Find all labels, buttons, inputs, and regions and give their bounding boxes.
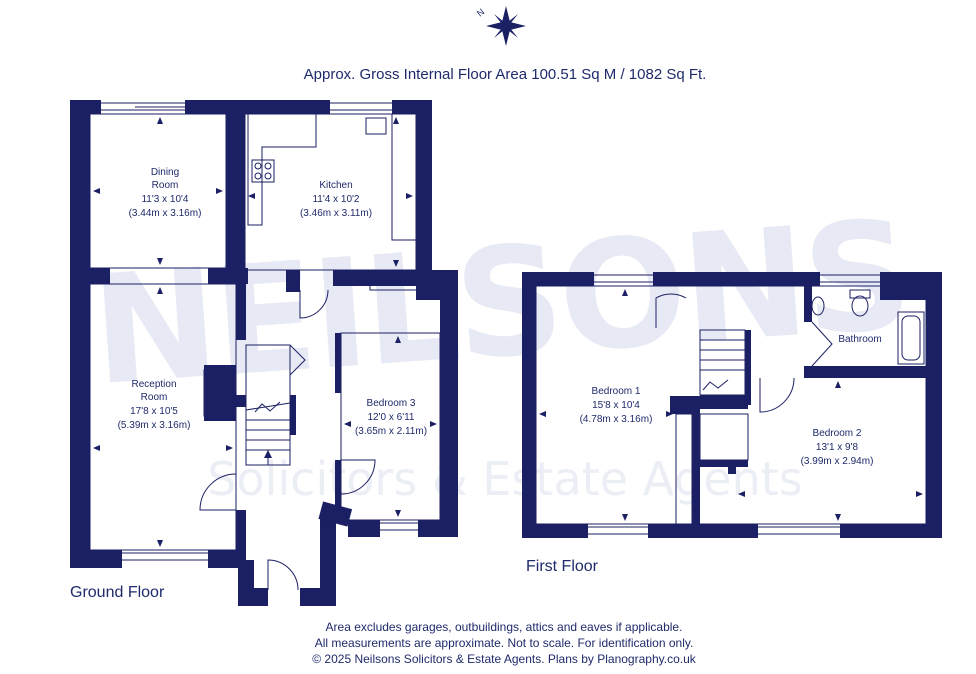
reception-room-size-imperial: 17'8 x 10'5 bbox=[130, 406, 178, 417]
reception-room-label: Reception Room 17'8 x 10'5 (5.39m x 3.16… bbox=[118, 379, 191, 431]
floor-area-text: Approx. Gross Internal Floor Area 100.51… bbox=[304, 66, 707, 83]
dining-room-name-2: Room bbox=[152, 180, 179, 191]
bedroom-3-size-imperial: 12'0 x 6'11 bbox=[367, 412, 414, 423]
reception-room-size-metric: (5.39m x 3.16m) bbox=[118, 420, 191, 431]
compass-icon: N bbox=[475, 6, 526, 46]
watermark: NEILSONS Solicitors & Estate Agents bbox=[87, 189, 914, 506]
bedroom-3-label: Bedroom 3 12'0 x 6'11 (3.65m x 2.11m) bbox=[355, 398, 427, 437]
dining-room-size-metric: (3.44m x 3.16m) bbox=[129, 208, 202, 219]
svg-text:N: N bbox=[475, 7, 486, 19]
bedroom-2-name: Bedroom 2 bbox=[813, 428, 862, 439]
ground-floor-title: Ground Floor bbox=[70, 584, 165, 601]
bedroom-1-size-imperial: 15'8 x 10'4 bbox=[592, 400, 640, 411]
bathroom-name: Bathroom bbox=[838, 334, 881, 345]
bedroom-3-name: Bedroom 3 bbox=[367, 398, 416, 409]
bedroom-3-size-metric: (3.65m x 2.11m) bbox=[355, 426, 427, 437]
bedroom-1-name: Bedroom 1 bbox=[592, 386, 641, 397]
footer-line-3: © 2025 Neilsons Solicitors & Estate Agen… bbox=[312, 652, 696, 666]
bedroom-1-label: Bedroom 1 15'8 x 10'4 (4.78m x 3.16m) bbox=[580, 386, 653, 425]
bedroom-2-size-imperial: 13'1 x 9'8 bbox=[816, 442, 859, 453]
dining-room-size-imperial: 11'3 x 10'4 bbox=[141, 194, 188, 205]
bedroom-2-size-metric: (3.99m x 2.94m) bbox=[801, 456, 874, 467]
reception-room-name-1: Reception bbox=[131, 379, 176, 390]
bedroom-2-label: Bedroom 2 13'1 x 9'8 (3.99m x 2.94m) bbox=[801, 428, 874, 467]
footer: Area excludes garages, outbuildings, att… bbox=[312, 620, 696, 666]
kitchen-label: Kitchen 11'4 x 10'2 (3.46m x 3.11m) bbox=[300, 180, 372, 219]
first-floor-lines bbox=[535, 274, 927, 535]
kitchen-size-imperial: 11'4 x 10'2 bbox=[312, 194, 359, 205]
reception-room-name-2: Room bbox=[141, 392, 168, 403]
kitchen-size-metric: (3.46m x 3.11m) bbox=[300, 208, 372, 219]
first-floor-title: First Floor bbox=[526, 558, 599, 575]
first-floor-arrows bbox=[539, 289, 923, 521]
dining-room-name-1: Dining bbox=[151, 167, 179, 178]
ground-floor-plan: Dining Room 11'3 x 10'4 (3.44m x 3.16m) … bbox=[70, 100, 458, 606]
footer-line-2: All measurements are approximate. Not to… bbox=[315, 636, 694, 650]
ground-floor-lines bbox=[89, 102, 441, 591]
ground-floor-arrows bbox=[93, 117, 437, 547]
kitchen-name: Kitchen bbox=[319, 180, 352, 191]
ground-floor-walls bbox=[70, 100, 458, 606]
bedroom-1-size-metric: (4.78m x 3.16m) bbox=[580, 414, 653, 425]
first-floor-plan: Bedroom 1 15'8 x 10'4 (4.78m x 3.16m) Be… bbox=[522, 272, 942, 575]
footer-line-1: Area excludes garages, outbuildings, att… bbox=[326, 620, 683, 634]
dining-room-label: Dining Room 11'3 x 10'4 (3.44m x 3.16m) bbox=[129, 167, 202, 219]
